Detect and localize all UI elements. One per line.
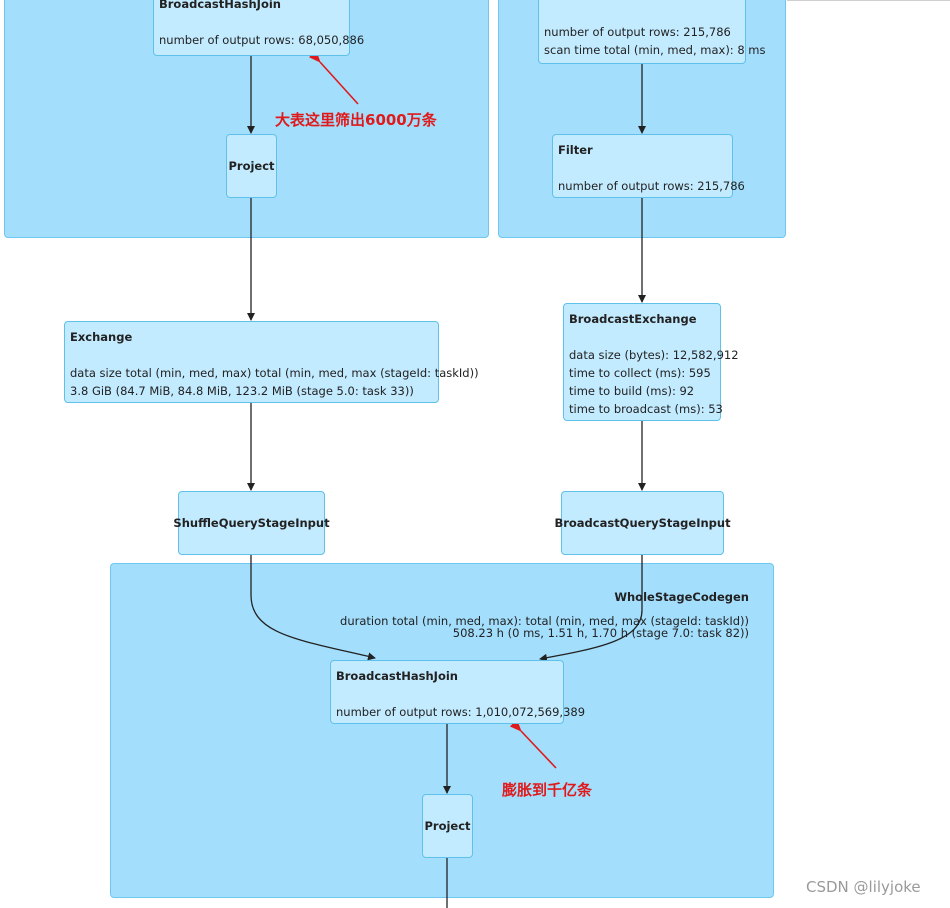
node-title: BroadcastHashJoin xyxy=(336,669,458,683)
node-metric: 3.8 GiB (84.7 MiB, 84.8 MiB, 123.2 MiB (… xyxy=(70,384,414,398)
node-title: BroadcastHashJoin xyxy=(159,0,281,11)
whole-stage-codegen-title: WholeStageCodegen xyxy=(614,590,749,604)
node-project-top[interactable]: Project xyxy=(226,134,277,198)
node-title: BroadcastQueryStageInput xyxy=(554,516,731,530)
node-broadcast-query-stage-input[interactable]: BroadcastQueryStageInput xyxy=(554,491,731,555)
node-title: Filter xyxy=(558,143,593,157)
node-metric: number of output rows: 215,786 xyxy=(544,25,731,39)
node-exchange[interactable]: Exchange data size total (min, med, max)… xyxy=(64,321,479,403)
node-metric: data size total (min, med, max) total (m… xyxy=(70,366,479,380)
node-metric: time to collect (ms): 595 xyxy=(569,366,711,380)
node-title: Exchange xyxy=(70,330,133,344)
node-scan[interactable]: number of output rows: 215,786 scan time… xyxy=(538,0,766,64)
node-metric: number of output rows: 215,786 xyxy=(558,179,745,193)
node-title: Project xyxy=(424,819,471,833)
node-metric: number of output rows: 1,010,072,569,389 xyxy=(336,705,586,719)
node-shuffle-query-stage-input[interactable]: ShuffleQueryStageInput xyxy=(173,491,330,555)
whole-stage-codegen-metric-2: 508.23 h (0 ms, 1.51 h, 1.70 h (stage 7.… xyxy=(452,626,749,640)
node-title: ShuffleQueryStageInput xyxy=(173,516,330,530)
node-metric: data size (bytes): 12,582,912 xyxy=(569,348,739,362)
node-metric: time to build (ms): 92 xyxy=(569,384,695,398)
node-filter[interactable]: Filter number of output rows: 215,786 xyxy=(552,134,745,198)
node-project-bottom[interactable]: Project xyxy=(422,794,473,858)
node-broadcast-hash-join-top[interactable]: BroadcastHashJoin number of output rows:… xyxy=(153,0,365,56)
node-metric: number of output rows: 68,050,886 xyxy=(159,33,365,47)
node-broadcast-hash-join-bottom[interactable]: BroadcastHashJoin number of output rows:… xyxy=(330,660,586,724)
annotation-top: 大表这里筛出6000万条 xyxy=(275,111,437,129)
annotation-bottom: 膨胀到千亿条 xyxy=(502,781,593,799)
node-title: Project xyxy=(228,159,275,173)
node-broadcast-exchange[interactable]: BroadcastExchange data size (bytes): 12,… xyxy=(563,303,739,421)
watermark: CSDN @lilyjoke xyxy=(806,878,921,896)
node-title: BroadcastExchange xyxy=(569,312,697,326)
node-metric: scan time total (min, med, max): 8 ms xyxy=(544,43,766,57)
node-metric: time to broadcast (ms): 53 xyxy=(569,402,723,416)
top-divider xyxy=(787,0,950,1)
